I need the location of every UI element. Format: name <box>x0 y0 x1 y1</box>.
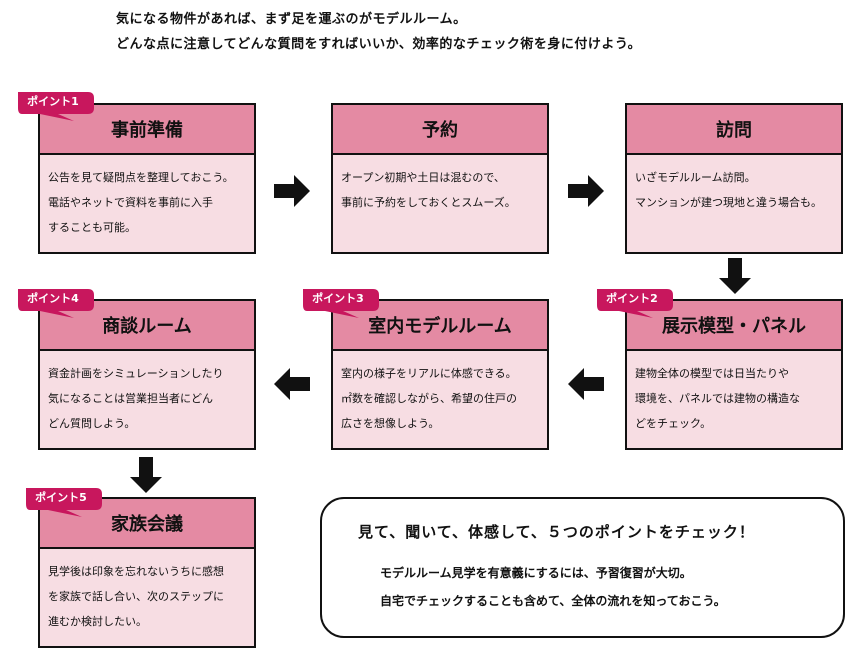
step-text: 公告を見て疑問点を整理しておこう。 <box>48 171 234 184</box>
step-text: オープン初期や土日は混むので、 <box>341 171 505 184</box>
step-text: を家族で話し合い、次のステップに <box>48 590 224 603</box>
step-text: 建物全体の模型では日当たりや <box>635 367 789 380</box>
summary-text: モデルルーム見学を有意義にするには、予習復習が大切。 <box>380 566 692 580</box>
step-text: 広さを想像しよう。 <box>341 417 440 430</box>
step-text: 事前に予約をしておくとスムーズ。 <box>341 196 516 209</box>
step-text: 電話やネットで資料を事前に入手 <box>48 196 213 209</box>
summary-box: 見て、聞いて、体感して、５つのポイントをチェック！ モデルルーム見学を有意義にす… <box>320 497 845 638</box>
step-text: 進むか検討したい。 <box>48 615 147 628</box>
summary-title: 見て、聞いて、体感して、５つのポイントをチェック！ <box>358 523 755 541</box>
summary-text: 自宅でチェックすることも含めて、全体の流れを知っておこう。 <box>380 594 726 608</box>
arrow-down-icon <box>130 457 162 493</box>
step-card-family: 家族会議 見学後は印象を忘れないうちに感想 を家族で話し合い、次のステップに 進… <box>38 497 256 648</box>
point-badge-4: ポイント4 <box>14 287 104 318</box>
step-card-reserve: 予約 オープン初期や土日は混むので、 事前に予約をしておくとスムーズ。 <box>331 103 549 254</box>
point-badge-5: ポイント5 <box>22 486 112 517</box>
arrow-left-icon <box>274 368 310 400</box>
intro-line-2: どんな点に注意してどんな質問をすればいいか、効率的なチェック術を身に付けよう。 <box>116 37 642 52</box>
arrow-left-icon <box>568 368 604 400</box>
step-text: 見学後は印象を忘れないうちに感想 <box>48 565 224 578</box>
step-text: どん質問しよう。 <box>48 417 136 430</box>
arrow-right-icon <box>568 175 604 207</box>
arrow-down-icon <box>719 258 751 294</box>
step-card-visit: 訪問 いざモデルルーム訪問。 マンションが建つ現地と違う場合も。 <box>625 103 843 254</box>
step-text: 室内の様子をリアルに体感できる。 <box>341 367 517 380</box>
step-text: 気になることは営業担当者にどん <box>48 392 213 405</box>
point-badge-1: ポイント1 <box>14 90 104 121</box>
step-text: どをチェック。 <box>635 417 712 430</box>
step-text: 資金計画をシミュレーションしたり <box>48 367 224 380</box>
point-badge-3: ポイント3 <box>299 287 389 318</box>
intro-line-1: 気になる物件があれば、まず足を運ぶのがモデルルーム。 <box>116 12 467 27</box>
step-card-negotiation: 商談ルーム 資金計画をシミュレーションしたり 気になることは営業担当者にどん ど… <box>38 299 256 450</box>
point-badge-2: ポイント2 <box>593 287 683 318</box>
step-title: 訪問 <box>627 105 841 155</box>
step-title: 予約 <box>333 105 547 155</box>
step-text: マンションが建つ現地と違う場合も。 <box>635 196 822 209</box>
arrow-right-icon <box>274 175 310 207</box>
step-card-display: 展示模型・パネル 建物全体の模型では日当たりや 環境を、パネルでは建物の構造な … <box>625 299 843 450</box>
step-card-model-room: 室内モデルルーム 室内の様子をリアルに体感できる。 ㎡数を確認しながら、希望の住… <box>331 299 549 450</box>
step-text: 環境を、パネルでは建物の構造な <box>635 392 800 405</box>
step-text: することも可能。 <box>48 221 136 234</box>
step-text: ㎡数を確認しながら、希望の住戸の <box>341 392 517 405</box>
step-text: いざモデルルーム訪問。 <box>635 171 756 184</box>
step-card-prep: 事前準備 公告を見て疑問点を整理しておこう。 電話やネットで資料を事前に入手 す… <box>38 103 256 254</box>
